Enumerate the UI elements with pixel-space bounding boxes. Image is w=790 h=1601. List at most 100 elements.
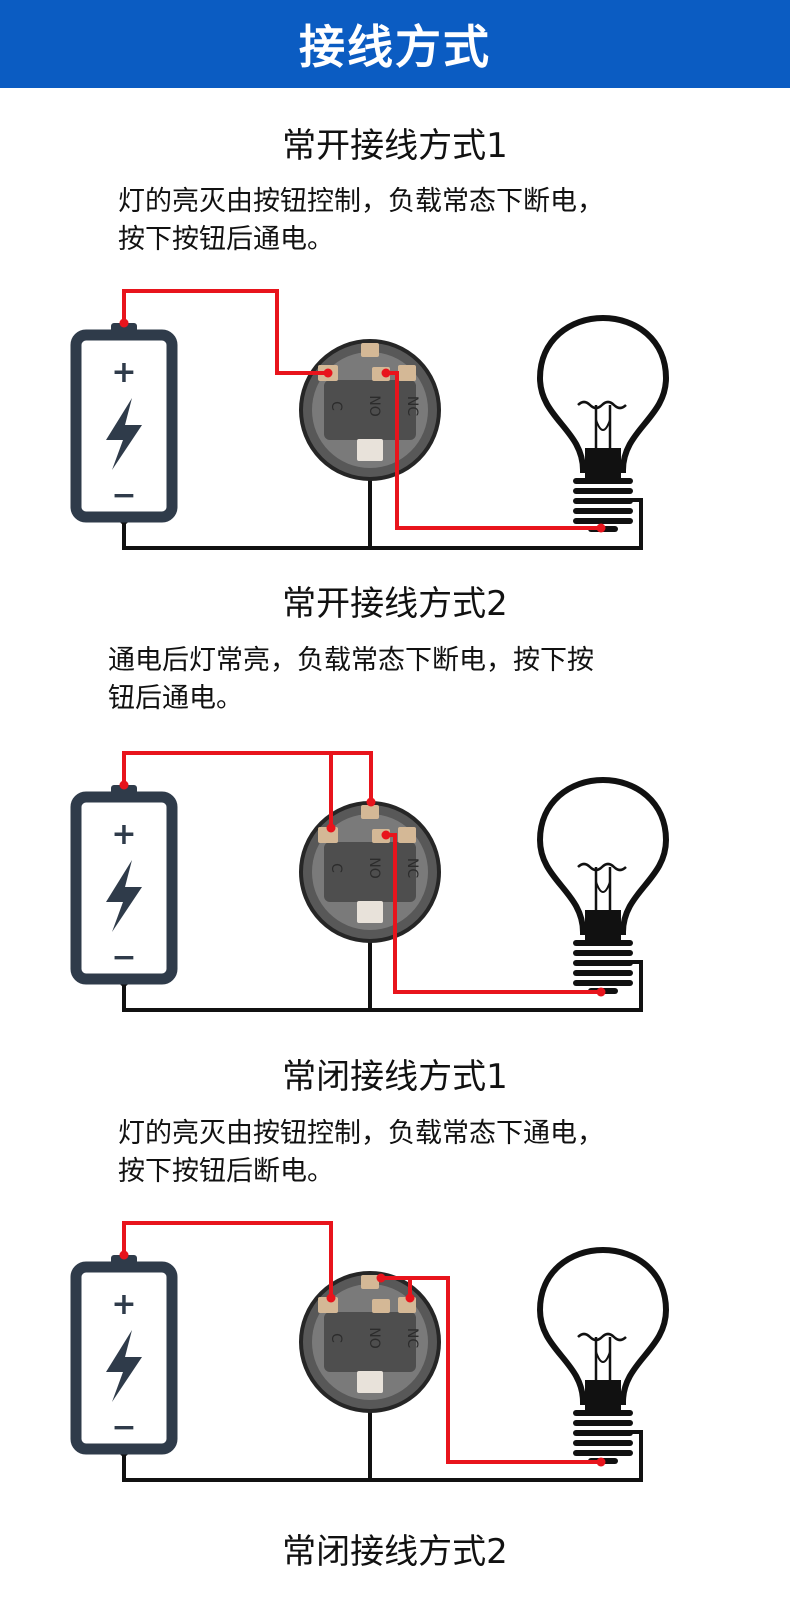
battery-plus-label: +	[111, 817, 136, 852]
wire-node-red	[119, 780, 129, 790]
bulb-glass	[536, 1246, 670, 1405]
bulb-thread	[573, 970, 633, 976]
bulb-glass	[536, 776, 670, 935]
switch-terminal-top	[361, 343, 379, 357]
switch-label-c: C	[328, 1333, 344, 1343]
bulb-filament	[577, 400, 627, 410]
push-button-switch: C NO NC	[299, 339, 441, 481]
section-1-desc-line-2: 按下按钮后通电。	[118, 224, 334, 255]
bulb-thread	[573, 508, 633, 514]
wire-node-red	[596, 987, 606, 997]
bulb-thread	[573, 478, 633, 484]
battery-icon: +−	[70, 323, 178, 523]
bulb-glass	[536, 314, 670, 473]
wire-red-1	[122, 1221, 333, 1298]
wire-node-red	[326, 823, 336, 833]
bulb-support-wires	[594, 867, 612, 912]
lightning-bolt-icon	[106, 398, 142, 470]
bulb-thread	[573, 498, 633, 504]
switch-label-c: C	[328, 863, 344, 873]
switch-terminal-top	[361, 805, 379, 819]
section-2-title: 常开接线方式2	[282, 584, 508, 624]
battery-icon: +−	[70, 1255, 178, 1455]
wire-node-red	[381, 830, 391, 840]
switch-label-no: NO	[366, 395, 382, 417]
battery-body	[70, 791, 178, 985]
wire-node-red	[366, 797, 376, 807]
light-bulb-icon	[536, 776, 670, 994]
wire-node-red	[119, 318, 129, 328]
bulb-thread	[573, 940, 633, 946]
section-4-title: 常闭接线方式2	[282, 1532, 508, 1572]
bulb-thread	[573, 1440, 633, 1446]
bulb-neck	[585, 1380, 621, 1410]
switch-label-nc: NC	[404, 858, 420, 878]
switch-label-nc: NC	[404, 396, 420, 416]
lightning-bolt-icon	[106, 860, 142, 932]
battery-body	[70, 329, 178, 523]
wire-node-red	[596, 1457, 606, 1467]
wire-red-1	[122, 289, 328, 375]
battery-plus-label: +	[111, 355, 136, 390]
section-3-desc-line-2: 按下按钮后断电。	[118, 1156, 334, 1187]
bulb-support-loop	[595, 1351, 611, 1363]
section-2-desc-line-1: 通电后灯常亮，负载常态下断电，按下按	[108, 645, 594, 676]
switch-led-terminal	[357, 901, 383, 923]
bulb-support-wires	[594, 1337, 612, 1382]
switch-label-nc: NC	[404, 1328, 420, 1348]
section-3-title: 常闭接线方式1	[282, 1057, 508, 1097]
battery-icon: +−	[70, 785, 178, 985]
bulb-thread	[573, 980, 633, 986]
bulb-thread	[573, 488, 633, 494]
bulb-filament	[577, 1332, 627, 1342]
bulb-neck	[585, 448, 621, 478]
bulb-support-loop	[595, 419, 611, 431]
bulb-thread	[573, 1420, 633, 1426]
wire-black-return	[122, 1430, 643, 1482]
battery-minus-label: −	[111, 940, 136, 975]
lightning-bolt-icon	[106, 1330, 142, 1402]
bulb-thread	[573, 960, 633, 966]
wire-node-red	[323, 368, 333, 378]
header-banner: 接线方式	[0, 0, 790, 88]
bulb-support-loop	[595, 881, 611, 893]
light-bulb-icon	[536, 314, 670, 532]
wire-node-red	[596, 523, 606, 533]
battery-minus-label: −	[111, 1410, 136, 1445]
switch-contact-block	[324, 1312, 416, 1372]
section-1-desc-line-1: 灯的亮灭由按钮控制，负载常态下断电，	[118, 186, 604, 217]
bulb-thread	[573, 1410, 633, 1416]
switch-terminal-no	[372, 1299, 390, 1313]
wire-black-return	[122, 498, 643, 550]
switch-terminal-nc	[398, 827, 416, 843]
wire-red-3	[388, 833, 601, 994]
bulb-thread	[573, 518, 633, 524]
wire-node-red	[376, 1273, 386, 1283]
battery-body	[70, 1261, 178, 1455]
wire-red-1	[122, 751, 373, 802]
section-2-desc-line-2: 钮后通电。	[108, 683, 243, 714]
section-3-desc-line-1: 灯的亮灭由按钮控制，负载常态下通电，	[118, 1118, 604, 1149]
battery-minus-label: −	[111, 478, 136, 513]
wire-node-red	[381, 368, 391, 378]
section-1-title: 常开接线方式1	[282, 126, 508, 166]
push-button-switch: C NO NC	[299, 801, 441, 943]
battery-plus-label: +	[111, 1287, 136, 1322]
wire-node-red	[326, 1293, 336, 1303]
switch-label-c: C	[328, 401, 344, 411]
switch-label-no: NO	[366, 857, 382, 879]
bulb-neck	[585, 910, 621, 940]
bulb-filament	[577, 862, 627, 872]
bulb-thread	[573, 950, 633, 956]
switch-terminal-top	[361, 1275, 379, 1289]
switch-led-terminal	[357, 1371, 383, 1393]
switch-contact-block	[324, 380, 416, 440]
wire-black-return	[122, 960, 643, 1012]
wire-node-red	[119, 1250, 129, 1260]
page-title: 接线方式	[299, 20, 491, 74]
wire-node-red	[405, 1293, 415, 1303]
